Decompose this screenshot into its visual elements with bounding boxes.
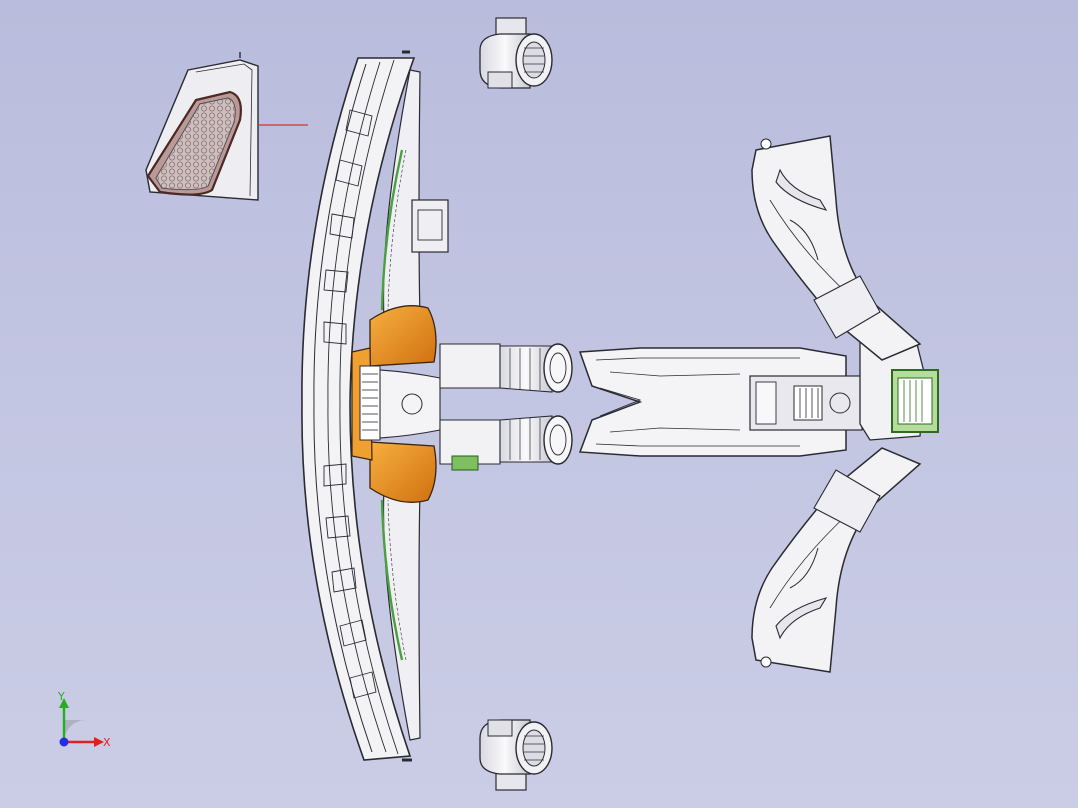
vent-nozzle-bottom-part[interactable] bbox=[479, 719, 553, 791]
z-axis-dot-icon bbox=[59, 737, 69, 747]
axis-triad: Y X bbox=[57, 690, 111, 749]
x-axis-arrow-icon bbox=[94, 737, 104, 747]
blower-mechanism-part[interactable] bbox=[749, 375, 863, 431]
dashboard-panel-part[interactable] bbox=[301, 50, 449, 762]
heater-core-box-part[interactable] bbox=[859, 339, 939, 441]
side-vent-grille-part[interactable] bbox=[145, 52, 259, 201]
y-axis-arrow-icon bbox=[59, 698, 69, 708]
twin-outlet-part[interactable] bbox=[439, 343, 573, 471]
vent-nozzle-top-part[interactable] bbox=[479, 17, 553, 89]
y-axis-label: Y bbox=[57, 690, 65, 703]
x-axis-label: X bbox=[103, 736, 111, 749]
rear-duct-upper-part[interactable] bbox=[751, 135, 922, 361]
rear-duct-lower-part[interactable] bbox=[751, 447, 922, 673]
center-duct-orange-part[interactable] bbox=[351, 305, 441, 503]
